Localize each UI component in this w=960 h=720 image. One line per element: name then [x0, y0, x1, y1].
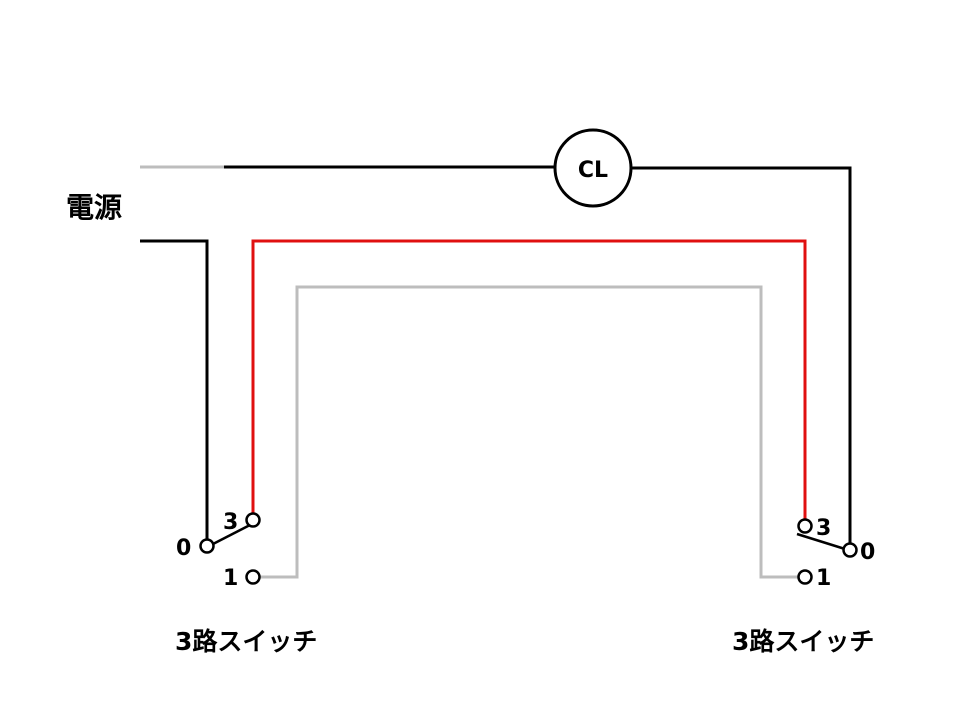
left-terminal-1 [245, 569, 261, 585]
right-three-way-switch: 3 0 1 3路スイッチ [732, 516, 875, 656]
left-terminal-3 [245, 512, 261, 528]
traveler-wire-1 [259, 285, 798, 579]
power-source-label: 電源 [66, 191, 122, 224]
left-terminal-0-label: 0 [176, 536, 191, 561]
left-switch-lever [212, 523, 251, 546]
wire-source-to-left-switch [140, 239, 209, 540]
left-switch-label: 3路スイッチ [175, 627, 317, 656]
lamp-label: CL [578, 158, 608, 183]
wire-lamp-to-right-switch [631, 166, 852, 543]
right-terminal-0-label: 0 [860, 540, 875, 565]
right-switch-label: 3路スイッチ [732, 627, 874, 656]
left-terminal-3-label: 3 [223, 510, 238, 535]
ceiling-light: CL [553, 128, 633, 208]
left-terminal-1-label: 1 [223, 566, 238, 591]
traveler-wire-3 [251, 239, 807, 520]
right-terminal-3 [797, 518, 813, 534]
right-switch-lever [796, 532, 846, 551]
left-three-way-switch: 0 3 1 3路スイッチ [175, 510, 317, 656]
right-terminal-1 [797, 569, 813, 585]
right-terminal-1-label: 1 [816, 566, 831, 591]
left-terminal-0 [199, 538, 215, 554]
right-terminal-3-label: 3 [816, 516, 831, 541]
right-terminal-0 [842, 542, 858, 558]
